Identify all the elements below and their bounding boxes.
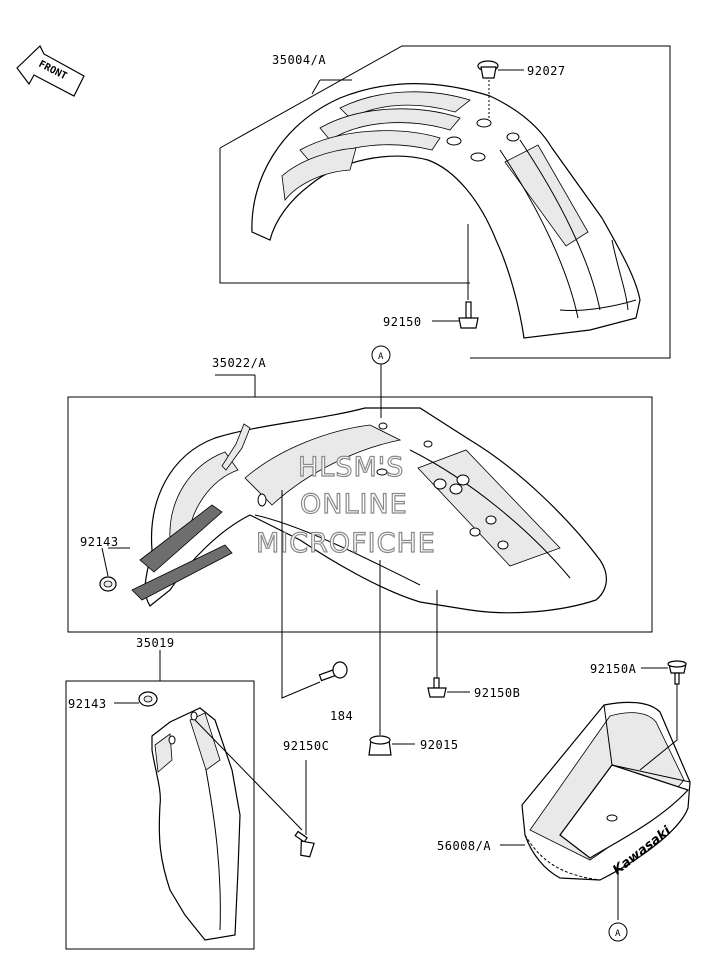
watermark-line-3: MICROFICHE [256,528,436,559]
grommet-92143-rear [99,576,117,592]
label-92143-side: 92143 [68,697,107,711]
nut-92015 [368,735,392,756]
label-92150: 92150 [383,315,422,329]
label-92150B: 92150B [474,686,520,700]
label-92143-rear: 92143 [80,535,119,549]
tool-case-group: Kawasaki A 92150A 56008/A [437,660,691,942]
label-35004A: 35004/A [272,53,326,67]
bolt-184 [281,490,348,699]
bolt-92150A [667,660,687,685]
rear-fender-group: A 35022/A 92143 [67,345,653,633]
label-92150A: 92150A [590,662,637,676]
reference-marker-a-top: A [371,345,391,365]
label-35022A: 35022/A [212,356,266,370]
reference-marker-a-bottom: A [608,922,628,942]
label-92150C: 92150C [283,739,329,753]
front-direction-badge: FRONT [16,45,85,97]
grommet-92143-side [138,691,158,707]
group-outline-rear-fender [67,396,653,633]
bolt-92150 [458,301,479,329]
label-92027: 92027 [527,64,566,78]
ref-letter-bottom: A [615,929,621,939]
watermark-line-2: ONLINE [300,489,408,520]
label-184: 184 [330,709,353,723]
front-fender-group: 35004/A 92027 92150 [219,45,671,359]
label-56008A: 56008/A [437,839,491,853]
watermark: HLSM'S ONLINE MICROFICHE [255,451,436,559]
bolt-92150B [427,677,447,698]
side-cover-group: 35019 92143 [65,636,303,950]
side-cover-35019 [151,707,241,941]
watermark-line-1: HLSM'S [298,452,404,483]
label-35019: 35019 [136,636,175,650]
label-92015: 92015 [420,738,459,752]
bolt-92150C [294,830,315,858]
ref-letter-top: A [378,352,384,362]
bolt-92027 [477,60,499,79]
